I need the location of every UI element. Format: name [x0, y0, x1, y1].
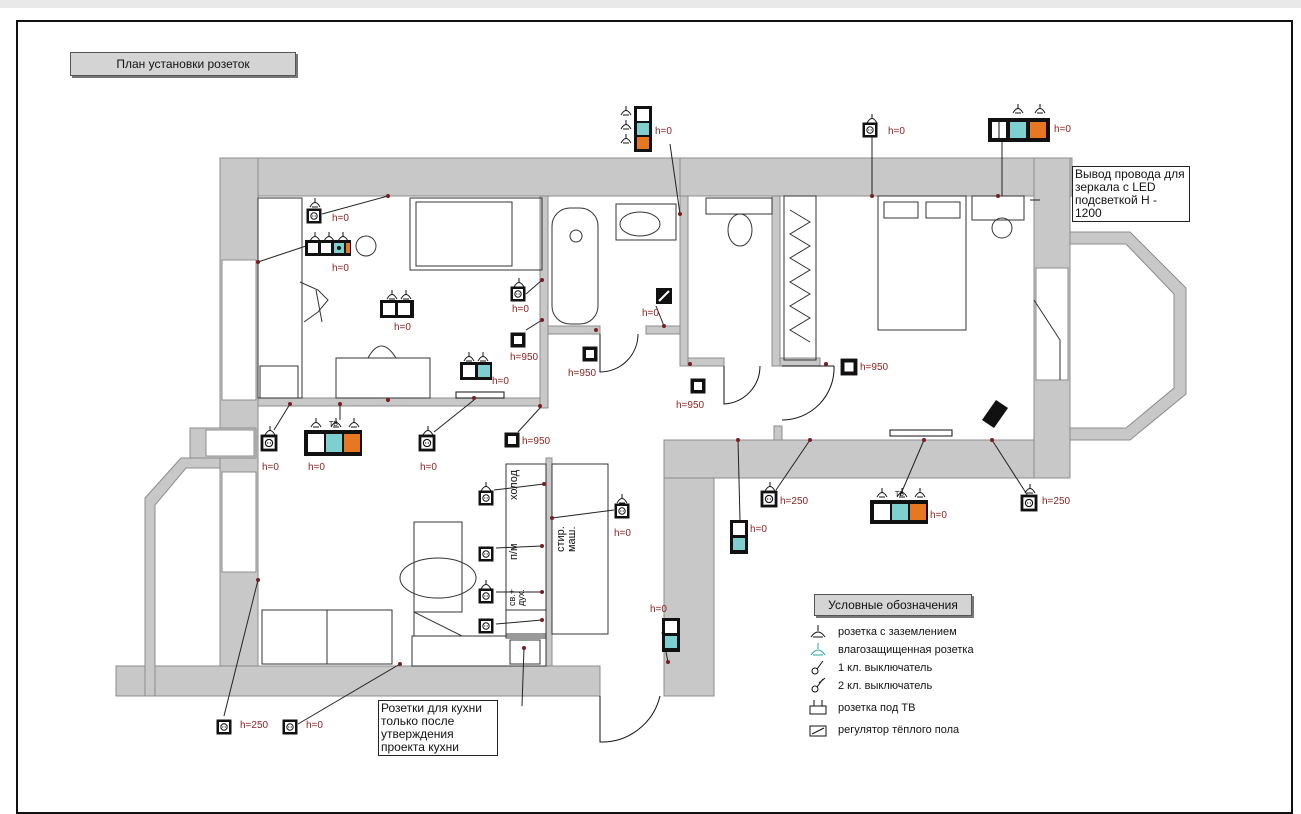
- height-label: h=0: [1054, 124, 1071, 135]
- height-label: h=0: [642, 308, 659, 319]
- height-label: h=0: [420, 462, 437, 473]
- height-label: h=250: [1042, 496, 1071, 507]
- legend-item-switch-1: 1 кл. выключатель: [838, 662, 933, 674]
- height-label: h=0: [262, 462, 279, 473]
- height-label: h=250: [780, 496, 809, 507]
- legend-item-grounded-socket: розетка с заземлением: [838, 626, 957, 638]
- height-label: h=0: [308, 462, 325, 473]
- legend-item-floor-heating: регулятор тёплого пола: [838, 724, 960, 736]
- window-top-bar: [0, 0, 1301, 8]
- washer-label: стир. маш.: [555, 526, 578, 552]
- legend-title: Условные обозначения: [814, 594, 972, 616]
- height-label: h=250: [240, 720, 269, 731]
- fridge-label: холод: [508, 469, 520, 500]
- plan-title: План установки розеток: [70, 52, 296, 76]
- socket-block-4: [305, 232, 351, 256]
- tv-tag: ТВ: [895, 491, 904, 498]
- height-label: h=0: [650, 604, 667, 615]
- height-label: h=0: [394, 322, 411, 333]
- mirror-note: Вывод провода для зеркала с LED подсветк…: [1072, 166, 1190, 222]
- height-label: h=0: [492, 376, 509, 387]
- oven-label: св.+ дух.: [507, 588, 526, 606]
- height-label: h=0: [888, 126, 905, 137]
- height-label: h=0: [512, 304, 529, 315]
- tv-tag: ТВ: [329, 421, 338, 428]
- height-label: h=0: [306, 720, 323, 731]
- height-label: h=0: [750, 524, 767, 535]
- kitchen-note: Розетки для кухни только после утвержден…: [378, 700, 498, 756]
- legend-item-switch-2: 2 кл. выключатель: [838, 680, 933, 692]
- legend-item-waterproof-socket: влагозащищенная розетка: [838, 644, 974, 656]
- height-label: h=950: [676, 400, 705, 411]
- height-label: h=0: [332, 263, 349, 274]
- height-label: h=0: [930, 510, 947, 521]
- height-label: h=950: [568, 368, 597, 379]
- height-label: h=950: [860, 362, 889, 373]
- legend-item-tv-socket: розетка под ТВ: [838, 702, 916, 714]
- height-label: h=0: [614, 528, 631, 539]
- height-label: h=950: [522, 436, 551, 447]
- height-label: h=0: [655, 126, 672, 137]
- height-label: h=950: [510, 352, 539, 363]
- height-label: h=0: [332, 213, 349, 224]
- dishwasher-label: п/м: [508, 543, 520, 560]
